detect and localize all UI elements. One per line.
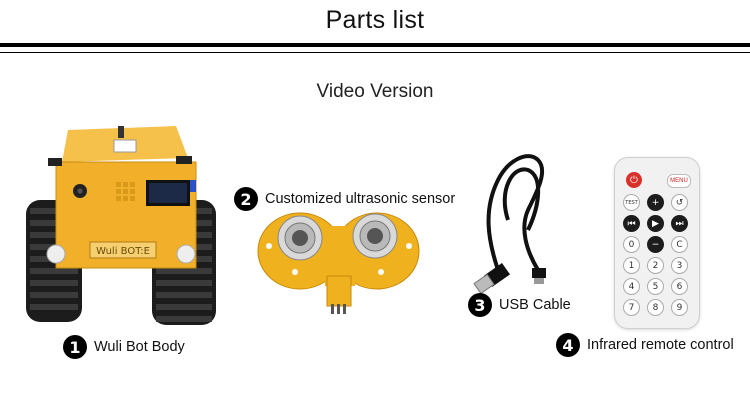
usb-cable-image: [468, 150, 568, 300]
remote-menu-key: MENU: [667, 174, 691, 188]
part-caption-2: 2 Customized ultrasonic sensor: [234, 187, 455, 211]
remote-key: ⏮: [623, 215, 640, 232]
remote-key: 1: [623, 257, 640, 274]
remote-key: −: [647, 236, 664, 253]
remote-key: C: [671, 236, 688, 253]
page-title: Parts list: [325, 6, 425, 34]
part-number-badge: 4: [556, 333, 580, 357]
part-label: Infrared remote control: [587, 337, 734, 353]
part-number-badge: 2: [234, 187, 258, 211]
remote-key: ▶: [647, 215, 664, 232]
part-number-badge: 3: [468, 293, 492, 317]
remote-key: 8: [647, 299, 664, 316]
remote-key: ⏭: [671, 215, 688, 232]
ultrasonic-sensor-image: [255, 206, 425, 318]
remote-key: +: [647, 194, 664, 211]
remote-key: 3: [671, 257, 688, 274]
part-caption-3: 3 USB Cable: [468, 293, 571, 317]
remote-key: ↺: [671, 194, 688, 211]
part-number-badge: 1: [63, 335, 87, 359]
part-label: Customized ultrasonic sensor: [265, 191, 456, 207]
power-icon: ⏻: [626, 172, 642, 188]
robot-body-image: Wuli BOT:E: [18, 118, 228, 333]
remote-key: TEST: [623, 194, 640, 211]
robot-front-label: Wuli BOT:E: [96, 246, 150, 257]
header-divider-thick: [0, 43, 750, 47]
remote-key: 5: [647, 278, 664, 295]
remote-key: 4: [623, 278, 640, 295]
part-label: Wuli Bot Body: [94, 339, 185, 355]
remote-key: 6: [671, 278, 688, 295]
section-subtitle: Video Version: [316, 81, 434, 102]
header-divider-thin: [0, 52, 750, 53]
part-label: USB Cable: [499, 297, 571, 313]
remote-key: 9: [671, 299, 688, 316]
part-caption-4: 4 Infrared remote control: [556, 333, 734, 357]
remote-key: 0: [623, 236, 640, 253]
part-caption-1: 1 Wuli Bot Body: [63, 335, 185, 359]
remote-key: 2: [647, 257, 664, 274]
remote-key: 7: [623, 299, 640, 316]
